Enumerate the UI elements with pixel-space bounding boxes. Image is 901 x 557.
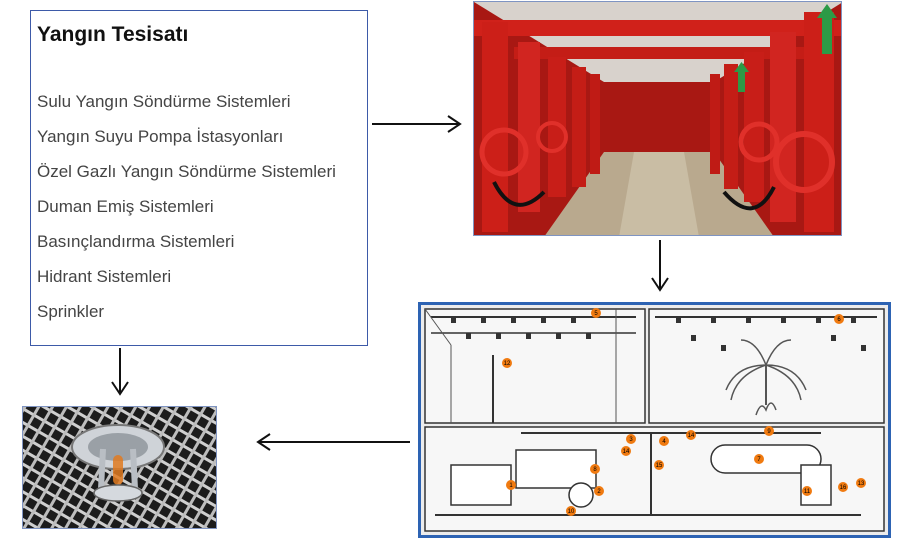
- menu-item-pompa[interactable]: Yangın Suyu Pompa İstasyonları: [37, 127, 284, 146]
- svg-text:14: 14: [623, 449, 630, 455]
- svg-text:12: 12: [504, 361, 511, 367]
- menu-item-sprinkler[interactable]: Sprinkler: [37, 302, 105, 321]
- arrow-left-icon: [256, 433, 410, 451]
- menu-title: Yangın Tesisatı: [37, 23, 189, 46]
- arrow-down-icon: [651, 240, 669, 292]
- svg-text:13: 13: [858, 481, 865, 487]
- svg-text:5: 5: [594, 311, 598, 317]
- sprinkler-head-photo: [22, 406, 217, 529]
- menu-item-basinclandirma[interactable]: Basınçlandırma Sistemleri: [37, 232, 235, 251]
- svg-text:14: 14: [688, 433, 695, 439]
- svg-text:4: 4: [662, 439, 666, 445]
- svg-text:9: 9: [767, 429, 771, 435]
- svg-text:8: 8: [593, 467, 597, 473]
- svg-text:15: 15: [656, 463, 663, 469]
- svg-text:3: 3: [629, 437, 633, 443]
- fire-installation-menu: Yangın Tesisatı Sulu Yangın Söndürme Sis…: [30, 10, 368, 346]
- menu-item-sulu[interactable]: Sulu Yangın Söndürme Sistemleri: [37, 92, 291, 111]
- svg-text:16: 16: [840, 485, 847, 491]
- svg-text:11: 11: [804, 489, 811, 495]
- svg-text:6: 6: [837, 317, 841, 323]
- menu-item-hidrant[interactable]: Hidrant Sistemleri: [37, 267, 172, 286]
- arrow-right-icon: [372, 115, 462, 133]
- pump-room-photo: [473, 1, 842, 236]
- svg-text:7: 7: [757, 457, 761, 463]
- svg-text:2: 2: [597, 489, 601, 495]
- svg-text:1: 1: [509, 483, 513, 489]
- svg-text:10: 10: [568, 509, 575, 515]
- menu-item-gazli[interactable]: Özel Gazlı Yangın Söndürme Sistemleri: [37, 162, 336, 181]
- menu-list: Sulu Yangın Söndürme Sistemleri Yangın S…: [37, 91, 336, 336]
- sprinkler-system-schematic: 5 6 12 1 2 3 4 8 9 7 10 11 13 14 14 15 1…: [418, 302, 891, 538]
- arrow-down-icon: [111, 348, 129, 396]
- menu-item-duman[interactable]: Duman Emiş Sistemleri: [37, 197, 214, 216]
